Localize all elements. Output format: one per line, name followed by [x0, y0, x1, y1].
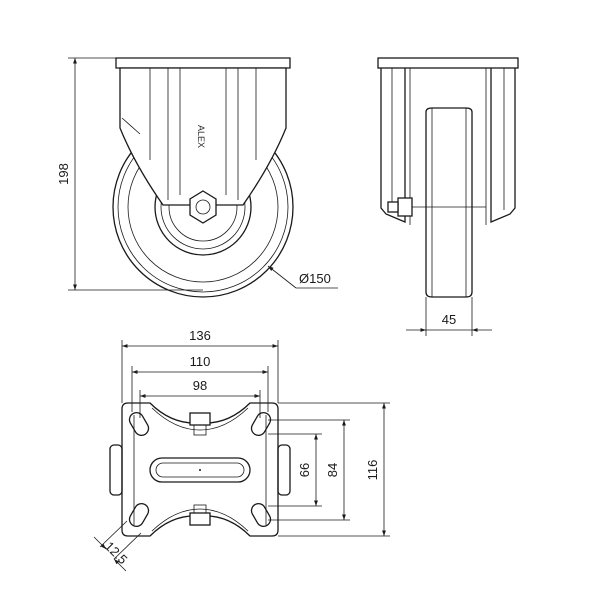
slot-bottom-right — [250, 503, 272, 527]
mounting-slots — [128, 412, 272, 527]
slot-bottom-left — [128, 503, 150, 527]
width-dimension: 45 — [406, 297, 492, 336]
slot-width-dimension: 12.5 — [93, 520, 142, 572]
brand-logo: ALEX — [196, 125, 206, 148]
axle-front — [387, 197, 486, 217]
plate-length-label: 116 — [365, 460, 380, 481]
hole-spacing-inner-dimension: 98 — [139, 378, 261, 418]
diameter-dimension: Ø150 — [267, 265, 338, 289]
height-dimension: 198 — [56, 57, 203, 291]
hole-spacing-66-label: 66 — [297, 463, 312, 477]
front-view: 45 — [377, 57, 519, 336]
hole-spacing-outer-dimension: 110 — [131, 354, 269, 412]
hole-spacing-84-label: 84 — [325, 463, 340, 477]
height-label: 198 — [56, 163, 71, 185]
axle-bolts — [189, 412, 211, 526]
slot-top-right — [250, 412, 272, 436]
wheel-front — [425, 107, 473, 298]
fork-side — [115, 57, 291, 206]
slot-width-label: 12.5 — [102, 539, 131, 568]
axle-nut — [189, 190, 217, 224]
plate-width-label: 136 — [189, 328, 211, 343]
side-view: ALEX 198 Ø150 — [56, 57, 338, 298]
width-label: 45 — [442, 312, 456, 327]
plate-width-dimension: 136 — [121, 328, 279, 403]
center-slot — [149, 457, 251, 483]
diameter-label: Ø150 — [299, 271, 331, 286]
plate-length-dimension: 116 — [278, 402, 390, 537]
mounting-plate — [109, 402, 291, 537]
hole-spacing-outer-label: 110 — [190, 354, 211, 369]
hole-spacing-66-dimension: 66 — [268, 433, 322, 507]
slot-top-left — [128, 412, 150, 436]
top-view: 136 110 98 66 84 — [93, 328, 390, 572]
hole-spacing-inner-label: 98 — [193, 378, 207, 393]
hole-spacing-84-dimension: 84 — [268, 419, 350, 521]
